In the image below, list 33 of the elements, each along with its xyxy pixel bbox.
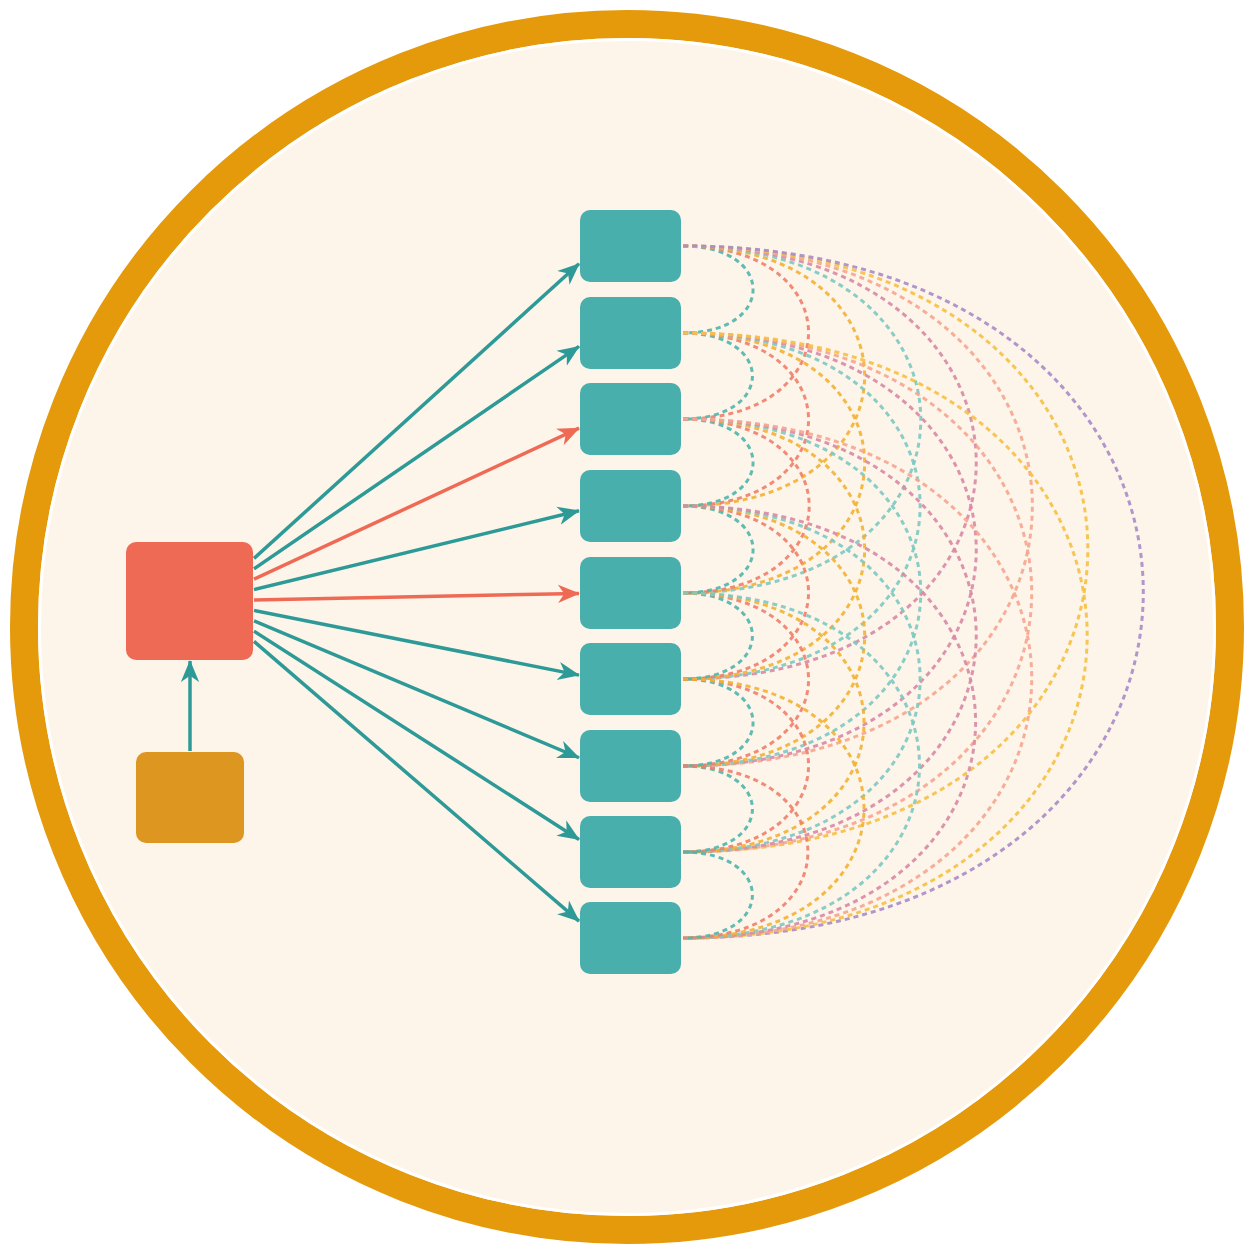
arrow [253,584,580,603]
arrow [253,426,580,581]
dotted-arc [682,677,866,940]
rounded-block [580,557,681,629]
rounded-block [580,730,681,802]
dotted-arc [682,850,754,940]
rounded-block [580,210,681,282]
arrow [180,660,200,751]
dotted-arc [682,764,810,940]
rounded-block [580,470,681,542]
circle-frame [10,10,1244,1244]
arrow [253,506,580,592]
arrow [253,629,580,841]
dotted-arc [682,331,1088,940]
dotted-arc [682,504,810,681]
dotted-arc [682,244,1144,940]
rounded-block [580,297,681,369]
dotted-arc [682,504,977,940]
arrow [253,608,580,680]
rounded-block [580,902,681,974]
rounded-block [126,542,253,660]
dotted-arc [682,504,866,768]
dotted-arc [682,677,810,854]
rounded-block [580,643,681,715]
rounded-block [580,816,681,888]
arrow [252,262,581,560]
arrow [253,344,580,571]
rounded-block [580,383,681,455]
dotted-arc [682,591,921,940]
arrow [253,619,580,760]
rounded-block [136,752,244,843]
arrow [252,640,581,923]
dotted-arc [682,417,1033,940]
